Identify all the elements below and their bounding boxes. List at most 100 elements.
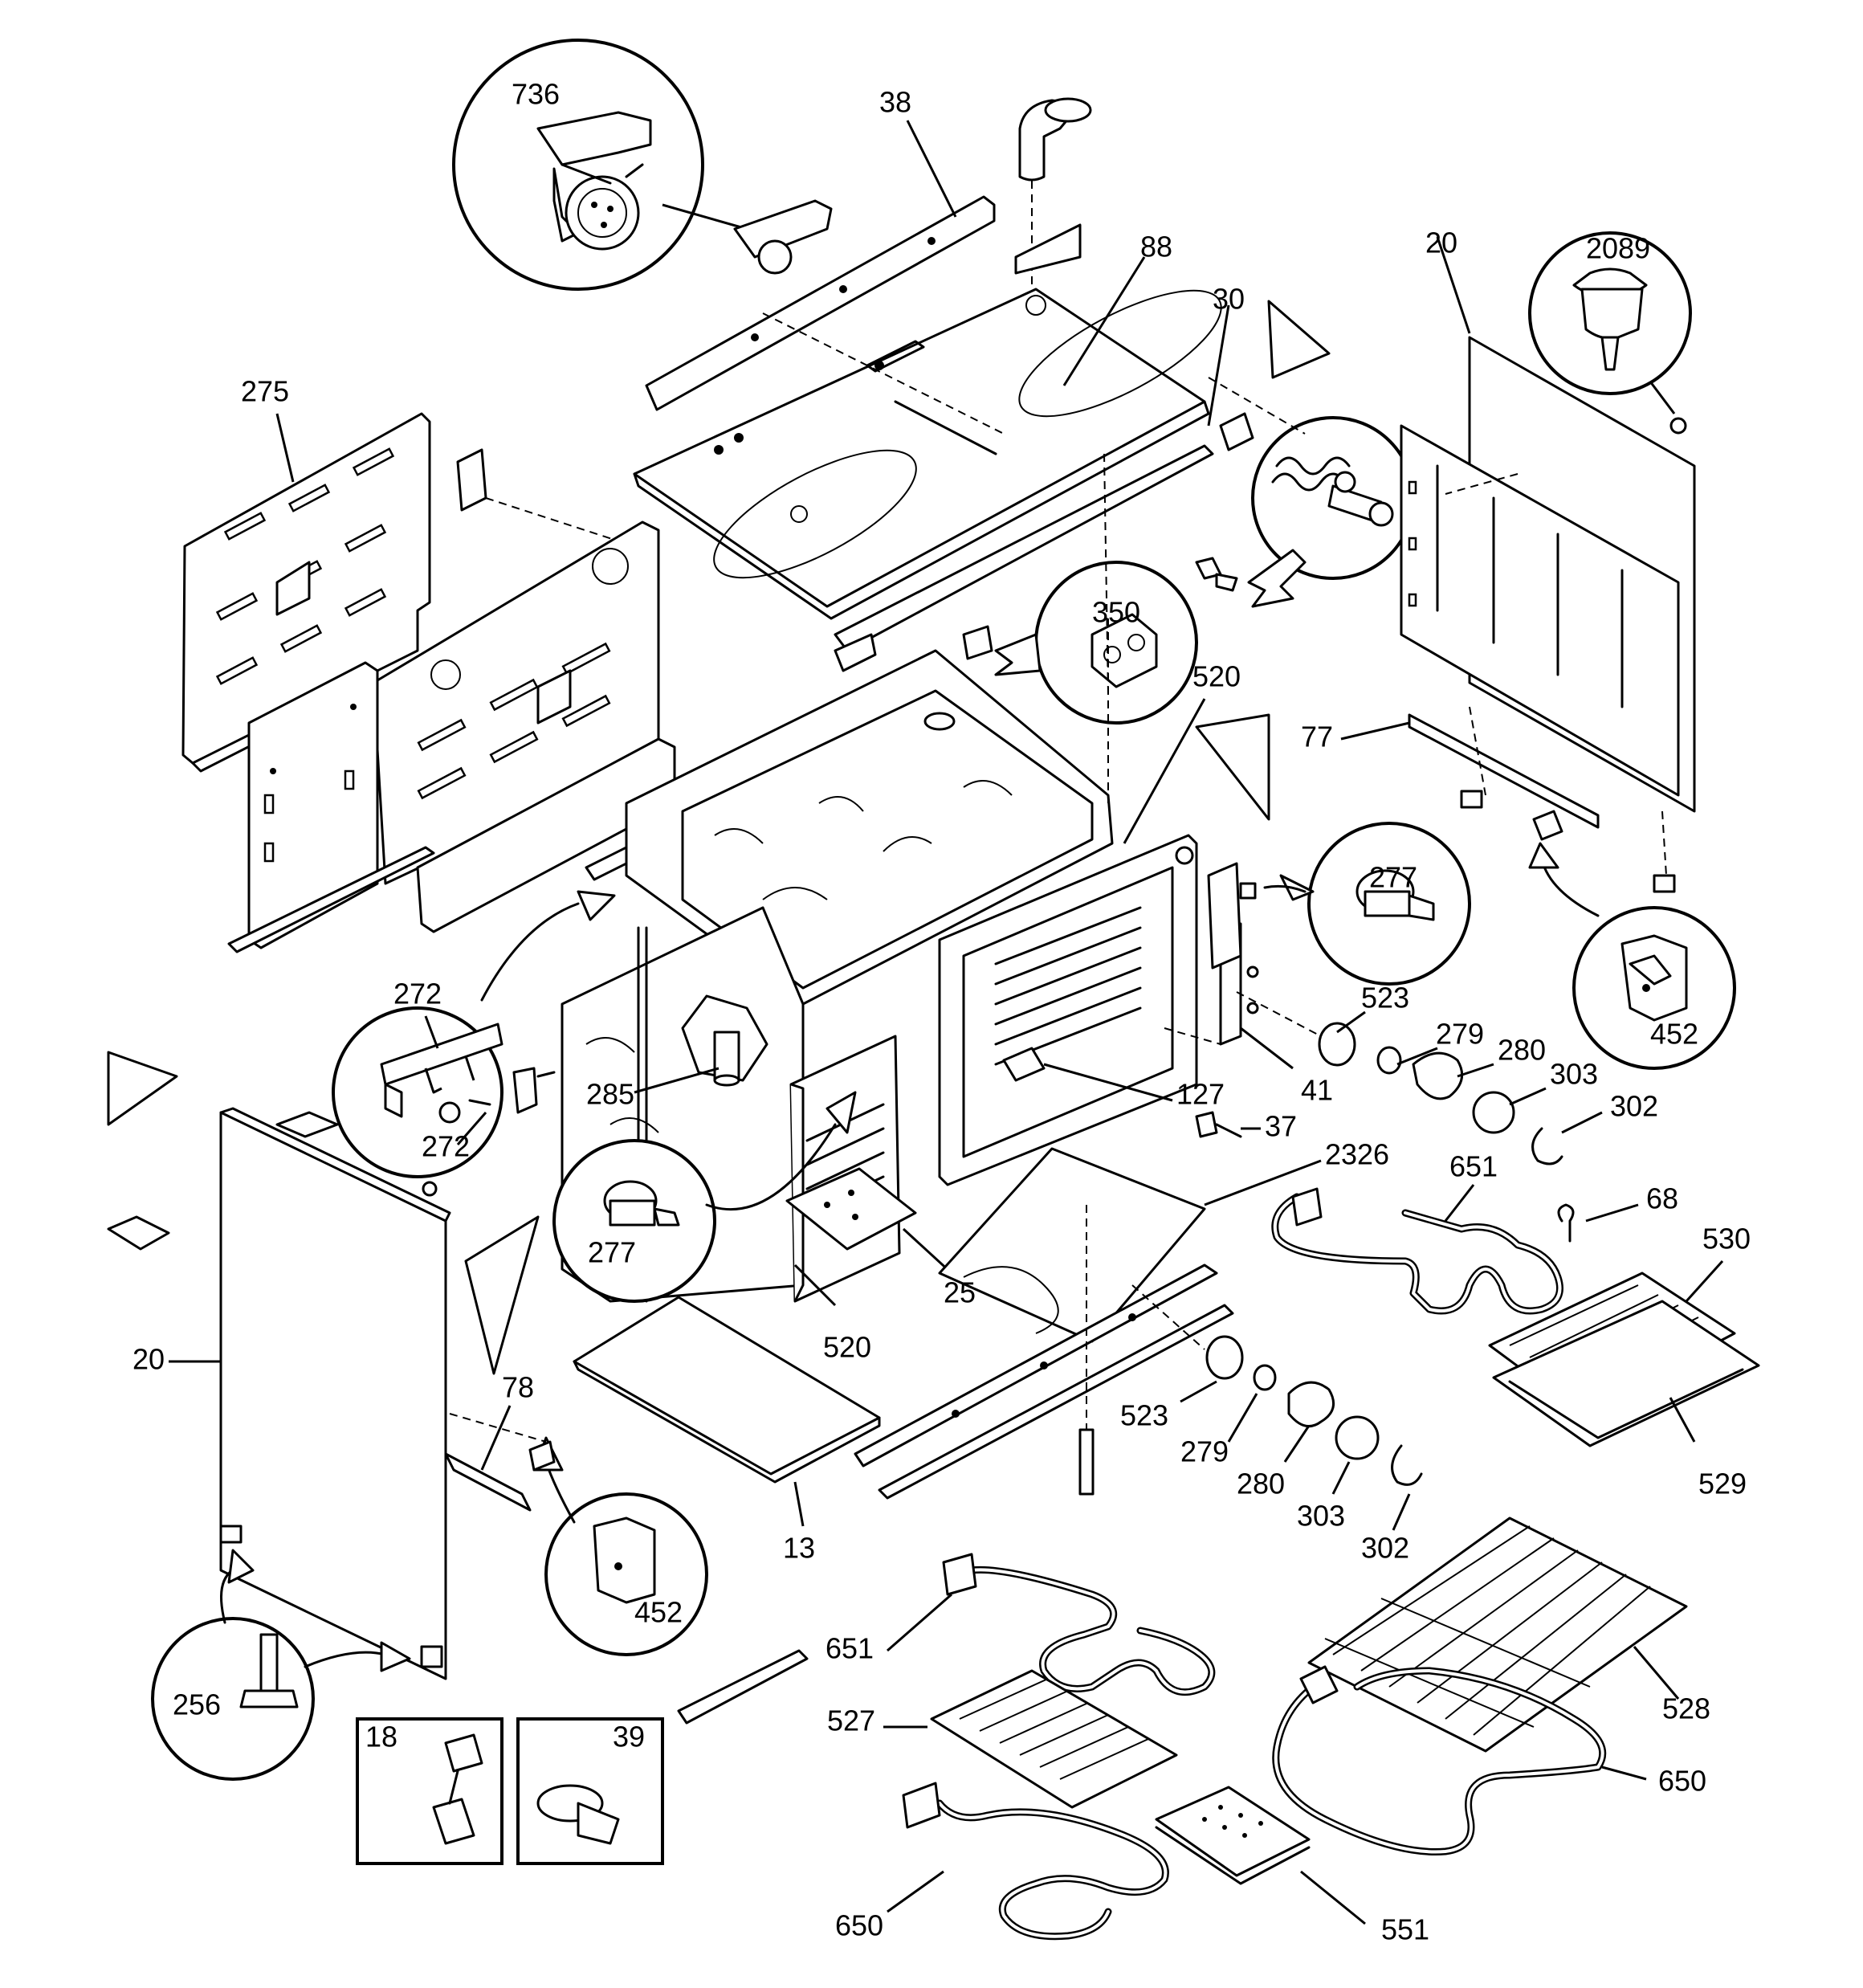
small-rail-bottom: [677, 1649, 809, 1725]
tab-plate: [275, 1111, 339, 1138]
callout-277-left: [552, 1091, 857, 1303]
callout-2089: [1528, 231, 1692, 414]
label-529: 529: [1698, 1468, 1747, 1500]
part-frame-lower: [789, 1035, 901, 1303]
inner-back-panel: [372, 520, 660, 885]
label-68: 68: [1646, 1182, 1678, 1215]
label-272-b: 272: [422, 1130, 470, 1163]
part-88-top-panel: [633, 256, 1222, 620]
panel-screw: [422, 1181, 438, 1197]
label-20-left: 20: [132, 1343, 165, 1376]
part-13-panel: [573, 1296, 881, 1527]
clip-right: [1532, 810, 1563, 841]
motor-mounted: [733, 199, 833, 275]
label-530: 530: [1702, 1223, 1751, 1255]
label-78: 78: [502, 1371, 534, 1404]
part-77-rail: [1340, 713, 1600, 829]
alignment-lines: [449, 312, 1667, 1443]
callout-277-right: [1263, 822, 1471, 986]
part-68-clip: [1557, 1203, 1639, 1243]
part-520-frame-upper: [938, 698, 1206, 1186]
label-528: 528: [1662, 1692, 1710, 1725]
part-650-element-left: [887, 1782, 1169, 1941]
label-256: 256: [173, 1688, 221, 1721]
callout-272: [332, 890, 616, 1178]
callout-452-right: [1528, 842, 1736, 1070]
label-303-top: 303: [1550, 1058, 1598, 1091]
gusset-left: [464, 1215, 540, 1375]
label-280-top: 280: [1498, 1034, 1546, 1067]
latch-clip: [1219, 412, 1254, 451]
center-strip: [1078, 1428, 1095, 1496]
vent-bracket: [1014, 223, 1082, 275]
label-13: 13: [783, 1532, 815, 1565]
label-302-top: 302: [1610, 1090, 1658, 1123]
part-20-left-panel: [169, 1107, 451, 1680]
label-277-left: 277: [588, 1236, 636, 1269]
inset-18: [356, 1717, 503, 1865]
label-20-top: 20: [1425, 227, 1457, 259]
label-736: 736: [512, 78, 560, 111]
label-551: 551: [1381, 1913, 1429, 1946]
inset-39: [516, 1717, 664, 1865]
label-77: 77: [1301, 720, 1333, 753]
side-panel-left: [247, 661, 379, 949]
lower-rail-left: [227, 846, 435, 953]
part-127: [1002, 1047, 1173, 1102]
label-350: 350: [1092, 596, 1140, 629]
part-78-rail: [444, 1405, 532, 1512]
label-88: 88: [1140, 231, 1172, 263]
part-651-element-top: [1271, 1184, 1563, 1315]
callout-256: [151, 1549, 411, 1781]
label-127: 127: [1176, 1078, 1225, 1111]
label-650-right: 650: [1658, 1765, 1706, 1798]
part-651-element-bottom: [887, 1553, 1216, 1696]
callout-350: [994, 561, 1198, 725]
label-452-right: 452: [1650, 1018, 1698, 1051]
label-2089: 2089: [1586, 232, 1650, 265]
part-2326-bottom: [938, 1147, 1322, 1343]
callout-736: [452, 39, 748, 291]
light-assembly-bottom: [1180, 1335, 1423, 1531]
label-30: 30: [1213, 283, 1245, 316]
corner-bracket-left: [107, 1051, 178, 1126]
label-520-bottom: 520: [823, 1331, 871, 1364]
leader-520-lower: [793, 1263, 837, 1307]
leveler-left-b: [420, 1645, 443, 1668]
label-41: 41: [1301, 1074, 1333, 1107]
part-37-screw: [1195, 1111, 1261, 1138]
part-528-rack: [1307, 1517, 1688, 1753]
callout-spring: [1247, 416, 1415, 608]
leveler-right: [1460, 790, 1676, 893]
label-279-bottom: 279: [1180, 1435, 1229, 1468]
label-651-bottom: 651: [826, 1632, 874, 1665]
label-277-right: 277: [1369, 861, 1417, 894]
latch-mounted: [1215, 573, 1238, 592]
small-plate-350: [962, 625, 993, 660]
part-275-back-panel: [181, 412, 431, 773]
hinge-assembly-right: [1207, 862, 1257, 970]
light-assembly-top: [1318, 1010, 1603, 1165]
label-520-top: 520: [1192, 660, 1241, 693]
label-280-bottom: 280: [1237, 1468, 1285, 1500]
label-39: 39: [613, 1721, 645, 1753]
bottom-front-rails: [854, 1263, 1234, 1500]
label-18: 18: [365, 1721, 397, 1753]
label-279-top: 279: [1436, 1018, 1484, 1051]
vent-tube: [1018, 97, 1092, 313]
label-285: 285: [586, 1078, 634, 1111]
part-20-right-panel: [1400, 236, 1696, 813]
label-452-left: 452: [634, 1596, 683, 1629]
label-275: 275: [241, 375, 289, 408]
label-650-left: 650: [835, 1909, 883, 1942]
part-551-pan: [1155, 1786, 1366, 1925]
callout-452-left: [532, 1436, 708, 1656]
small-bracket: [834, 633, 877, 672]
label-272-a: 272: [393, 978, 442, 1010]
label-523-top: 523: [1361, 982, 1409, 1014]
callout-labels: 736 38 88 30 20 2089 275 350 520 77 277 …: [132, 78, 1751, 1946]
corner-bracket-top: [1267, 300, 1331, 379]
hanger-bracket: [456, 448, 487, 512]
part-527-rack: [883, 1669, 1178, 1809]
